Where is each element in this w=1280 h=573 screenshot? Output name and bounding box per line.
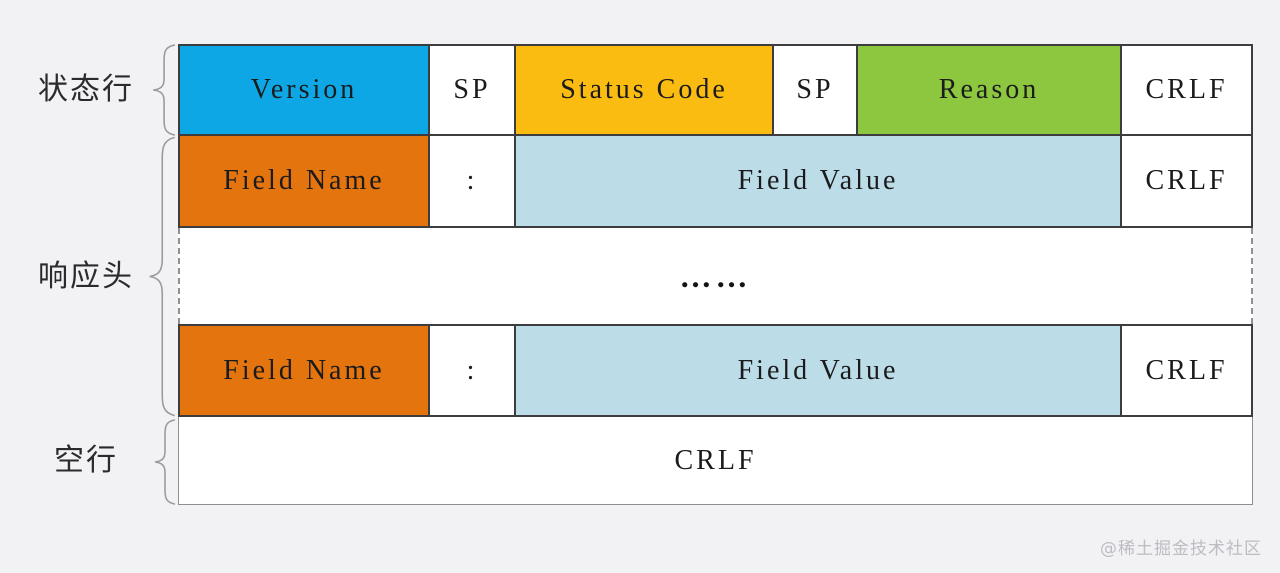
cell-crlf-header-1: CRLF <box>1122 136 1251 226</box>
cell-sp-2: SP <box>774 46 858 134</box>
cell-crlf-header-2: CRLF <box>1122 326 1251 415</box>
status-line-row: Version SP Status Code SP Reason CRLF <box>178 44 1253 136</box>
label-response-headers: 响应头 <box>38 259 134 294</box>
cell-field-value-1: Field Value <box>516 136 1122 226</box>
header-row-first: Field Name : Field Value CRLF <box>178 136 1253 228</box>
empty-line-row: CRLF <box>178 417 1253 505</box>
cell-status-code: Status Code <box>516 46 774 134</box>
cell-sp-1: SP <box>430 46 516 134</box>
brace-response-headers-icon <box>146 136 176 417</box>
headers-ellipsis-row: …… <box>178 228 1253 324</box>
cell-colon-2: : <box>430 326 516 415</box>
cell-field-value-2: Field Value <box>516 326 1122 415</box>
label-empty-line: 空行 <box>54 443 118 478</box>
brace-empty-line-icon <box>152 419 176 505</box>
ellipsis-text: …… <box>679 257 752 294</box>
brace-status-line-icon <box>150 44 176 136</box>
cell-field-name-2: Field Name <box>180 326 430 415</box>
label-status-line: 状态行 <box>38 72 134 107</box>
cell-field-name-1: Field Name <box>180 136 430 226</box>
cell-colon-1: : <box>430 136 516 226</box>
header-row-last: Field Name : Field Value CRLF <box>178 324 1253 417</box>
cell-crlf-status: CRLF <box>1122 46 1251 134</box>
cell-reason: Reason <box>858 46 1122 134</box>
cell-crlf-empty: CRLF <box>674 444 757 476</box>
watermark: @稀土掘金技术社区 <box>1100 539 1262 559</box>
cell-version: Version <box>180 46 430 134</box>
